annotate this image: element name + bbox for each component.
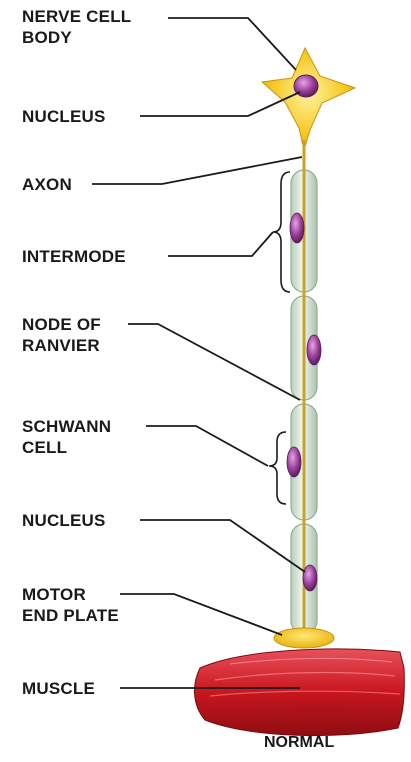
leader-axon	[92, 157, 302, 184]
leader-lines	[92, 18, 305, 688]
caption-normal: NORMAL	[264, 734, 334, 752]
muscle	[195, 649, 405, 736]
motor-end-plate	[274, 628, 334, 648]
schwann-nucleus	[307, 335, 321, 365]
nerve-cell-body	[262, 48, 355, 150]
schwann-nucleus	[290, 213, 304, 243]
label-axon: AXON	[22, 174, 72, 195]
label-muscle: MUSCLE	[22, 678, 95, 699]
label-nucleus-bottom: NUCLEUS	[22, 510, 106, 531]
label-intermode: INTERMODE	[22, 246, 126, 267]
label-schwann-cell: SCHWANN CELL	[22, 416, 111, 458]
leader-intermode	[168, 232, 273, 256]
leader-nucleus-bottom	[140, 520, 305, 572]
leader-schwann-cell	[146, 426, 268, 466]
intermode-bracket	[273, 172, 290, 292]
leader-node-of-ranvier	[128, 324, 300, 400]
schwann-cell-bracket	[269, 432, 286, 504]
label-nerve-cell-body: NERVE CELL BODY	[22, 6, 131, 48]
leader-motor-end-plate	[120, 594, 282, 635]
label-node-of-ranvier: NODE OF RANVIER	[22, 314, 101, 356]
label-nucleus-top: NUCLEUS	[22, 106, 106, 127]
schwann-nucleus	[303, 565, 317, 591]
leader-nucleus-top	[140, 92, 300, 116]
leader-nerve-cell-body	[168, 18, 296, 70]
schwann-nucleus	[287, 447, 301, 477]
label-motor-end-plate: MOTOR END PLATE	[22, 584, 119, 626]
